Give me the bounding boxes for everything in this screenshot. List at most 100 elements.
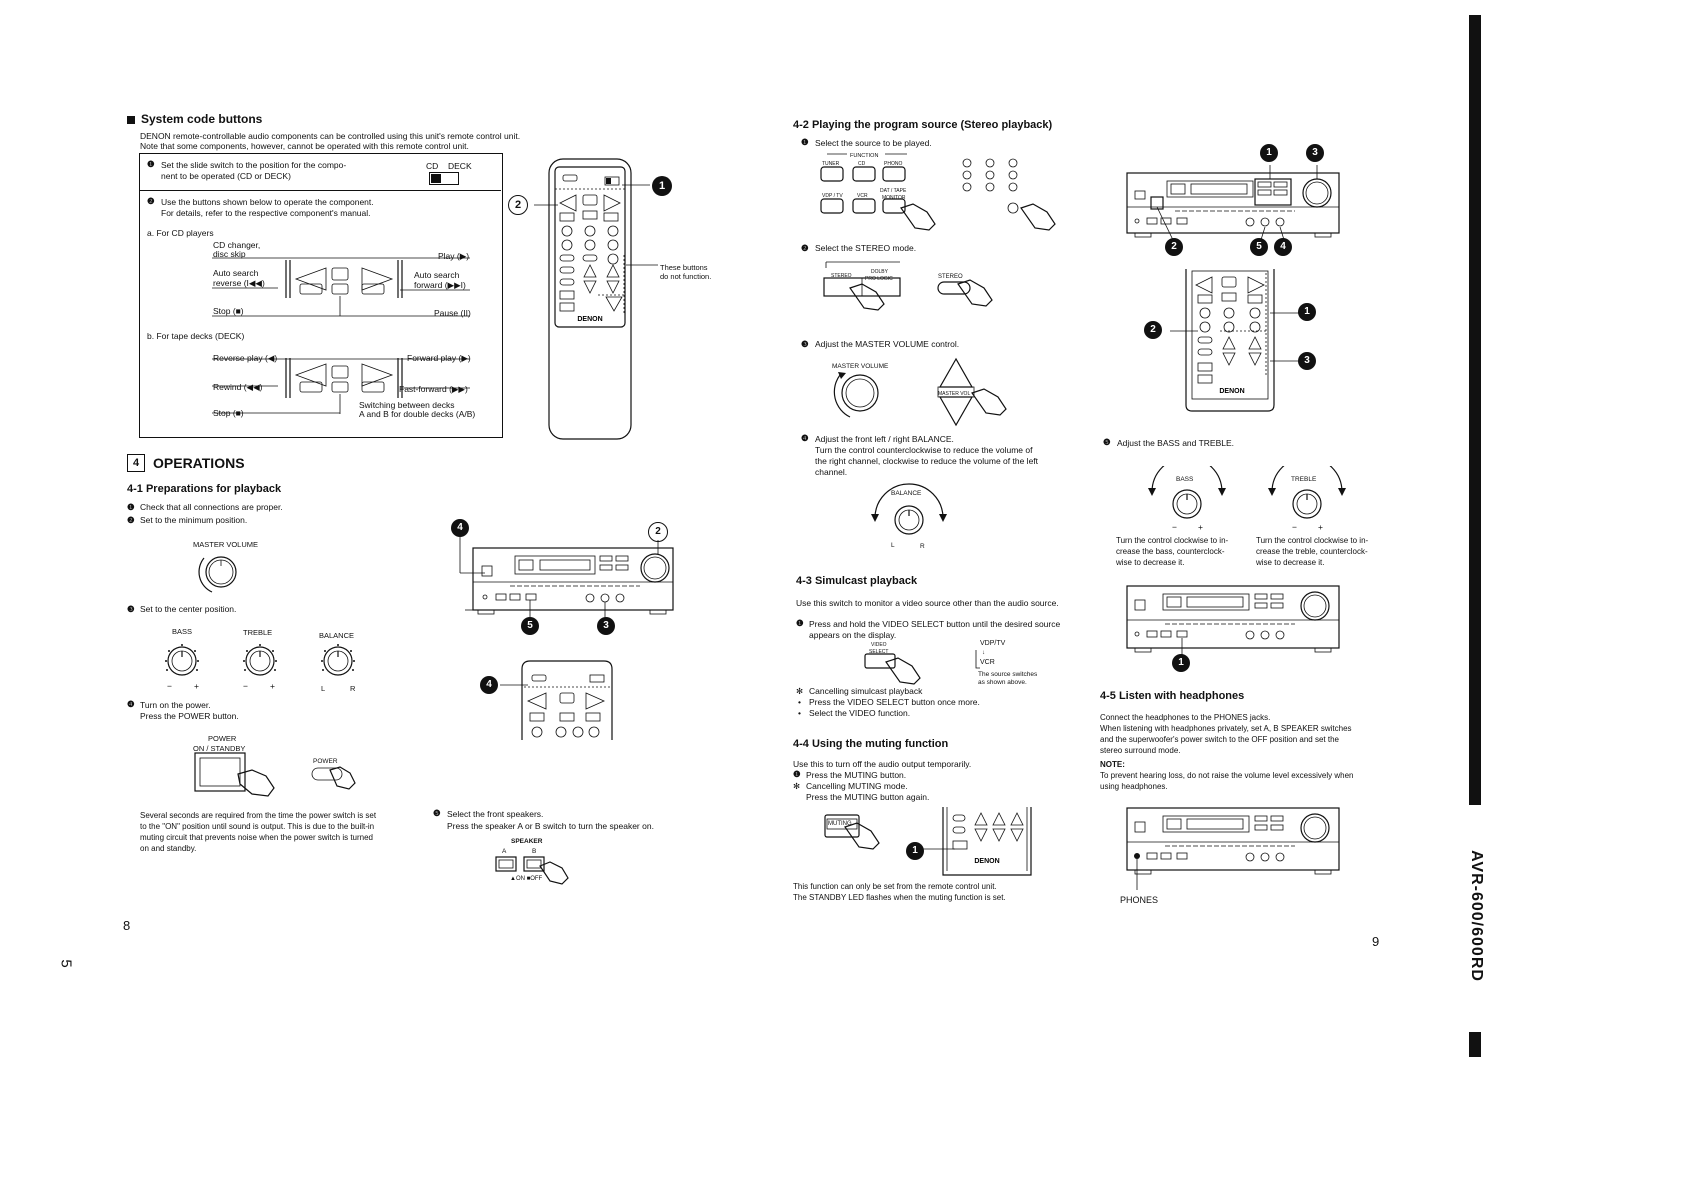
prep-step-4b: Press the POWER button.	[140, 711, 239, 721]
play-step-4-marker: ❹	[801, 433, 809, 443]
switch-deck-label: DECK	[448, 161, 472, 171]
master-volume-label: MASTER VOLUME	[193, 540, 259, 549]
treble-plus: +	[270, 681, 275, 691]
treble-minus-right: −	[1292, 522, 1297, 532]
cd-label: CD	[858, 161, 866, 167]
step2-text-b: For details, refer to the respective com…	[161, 208, 371, 218]
system-code-box	[139, 153, 503, 438]
balance-label-right: BALANCE	[891, 490, 922, 497]
step1-text-b: nent to be operated (CD or DECK)	[161, 171, 291, 181]
balance-l-right: L	[891, 542, 895, 549]
treble-plus-right: +	[1318, 522, 1323, 532]
remote-brand-right-bottom: DENON	[974, 858, 999, 865]
power-note-1: Several seconds are required from the ti…	[140, 811, 377, 820]
step-1-marker: ❶	[147, 159, 155, 169]
play-step-3: Adjust the MASTER VOLUME control.	[815, 339, 960, 349]
prep-step-5a: Select the front speakers.	[447, 809, 544, 819]
no-function-label-1: These buttons	[660, 263, 708, 272]
muting-btn-label: MUTING	[828, 821, 852, 827]
power-small-label: POWER	[313, 758, 338, 765]
remote-right-illustration: DENON	[1170, 269, 1300, 412]
down-arrow-icon: ↓	[982, 650, 985, 656]
callout-2-right-icon: 2	[1165, 238, 1183, 256]
dat-tape-label: DAT / TAPE	[880, 188, 907, 194]
power-button-press-icon	[194, 752, 356, 797]
power-label-2: ON / STANDBY	[193, 744, 246, 753]
no-function-label-2: do not function.	[660, 272, 712, 281]
callout-4-icon: 4	[451, 519, 469, 537]
play-step-5-marker: ❺	[1103, 437, 1111, 447]
bullet-icon: •	[798, 708, 801, 718]
box-divider	[139, 190, 501, 191]
cd-deck-slide-switch[interactable]	[429, 172, 459, 185]
tape-ff-label: Fast-forward (▶▶)	[399, 384, 468, 394]
video-select-label-1: VIDEO	[871, 642, 887, 648]
step2-text-a: Use the buttons shown below to operate t…	[161, 197, 374, 207]
callout-3-remote-right-icon: 3	[1298, 352, 1316, 370]
speaker-a-label: A	[502, 848, 507, 855]
page-number-8: 8	[123, 918, 131, 933]
play-step-2-marker: ❷	[801, 243, 809, 253]
operations-title: OPERATIONS	[153, 455, 245, 471]
cd-changer-label-1: CD changer,	[213, 240, 261, 250]
bass-text-3: wise to decrease it.	[1116, 558, 1185, 567]
play-step-4a: Adjust the front left / right BALANCE.	[815, 434, 954, 444]
power-note-3: muting circuit that prevents noise when …	[140, 833, 374, 842]
muting-intro: Use this to turn off the audio output te…	[793, 759, 972, 769]
simulcast-intro: Use this switch to monitor a video sourc…	[796, 598, 1059, 608]
speaker-onoff-label: ▲ON ■OFF	[510, 876, 543, 882]
receiver-middle-illustration	[1126, 585, 1340, 656]
bass-minus: −	[167, 681, 172, 691]
headphones-note-label: NOTE:	[1100, 760, 1125, 769]
bass-text-1: Turn the control clockwise to in-	[1116, 536, 1229, 545]
tape-decks-heading: b. For tape decks (DECK)	[147, 331, 245, 341]
balance-label: BALANCE	[319, 631, 355, 640]
bass-text-2: crease the bass, counterclock-	[1116, 547, 1225, 556]
cd-players-heading: a. For CD players	[147, 228, 214, 238]
margin-mark: 5	[57, 959, 75, 968]
muting-cancel-2: Press the MUTING button again.	[806, 792, 930, 802]
master-vol-btn-label: MASTER VOL	[938, 391, 971, 397]
treble-minus: −	[243, 681, 248, 691]
simulcast-step-1a: Press and hold the VIDEO SELECT button u…	[809, 619, 1061, 629]
simulcast-step-1-marker: ❶	[796, 618, 804, 628]
callout-1-middle-icon: 1	[1172, 654, 1190, 672]
system-code-intro-2: Note that some components, however, cann…	[140, 141, 469, 151]
muting-heading: 4-4 Using the muting function	[793, 738, 949, 750]
remote-button-diagrams	[212, 257, 470, 414]
treble-text-3: wise to decrease it.	[1256, 558, 1325, 567]
play-step-1: Select the source to be played.	[815, 138, 932, 148]
callout-3-icon: 3	[597, 617, 615, 635]
vdp-tv-label: VDP / TV	[822, 193, 843, 199]
receiver-top-illustration	[1126, 165, 1340, 244]
receiver-front-illustration	[459, 535, 674, 617]
simulcast-heading: 4-3 Simulcast playback	[796, 575, 918, 587]
stereo-button-press-icon	[823, 261, 993, 311]
muting-remote-illustration: DENON	[824, 807, 1032, 876]
play-step-4b: Turn the control counterclockwise to red…	[815, 445, 1033, 455]
dolby-label: DOLBY	[871, 269, 888, 275]
headphones-text-2: When listening with headphones privately…	[1100, 724, 1352, 733]
phono-label: PHONO	[884, 161, 903, 167]
tape-rewind-label: Rewind (◀◀)	[213, 382, 263, 392]
cd-stop-label: Stop (■)	[213, 306, 244, 316]
bass-plus: +	[194, 681, 199, 691]
balance-r-right: R	[920, 543, 925, 550]
side-model-label: AVR-600/600RD	[1468, 850, 1485, 982]
cancel-asterisk-icon: ✻	[796, 686, 804, 696]
cd-pause-label: Pause (II)	[434, 308, 471, 318]
prep-step-1-marker: ❶	[127, 502, 135, 512]
headphones-note-1: To prevent hearing loss, do not raise th…	[1100, 771, 1354, 780]
callout-5-right-icon: 5	[1250, 238, 1268, 256]
tape-fwd-play-label: Forward play (▶)	[407, 353, 471, 363]
side-tab-bar	[1469, 15, 1481, 805]
receiver-bottom-illustration	[1126, 807, 1340, 890]
phones-label: PHONES	[1120, 895, 1159, 905]
prep-step-4a: Turn on the power.	[140, 700, 211, 710]
prep-step-1: Check that all connections are proper.	[140, 502, 283, 512]
prep-step-5-marker: ❺	[433, 808, 441, 818]
balance-r: R	[350, 684, 356, 693]
muting-note-2: The STANDBY LED flashes when the muting …	[793, 893, 1006, 902]
stereo-small-label: STEREO	[831, 273, 852, 279]
callout-1-icon: 1	[652, 176, 672, 196]
